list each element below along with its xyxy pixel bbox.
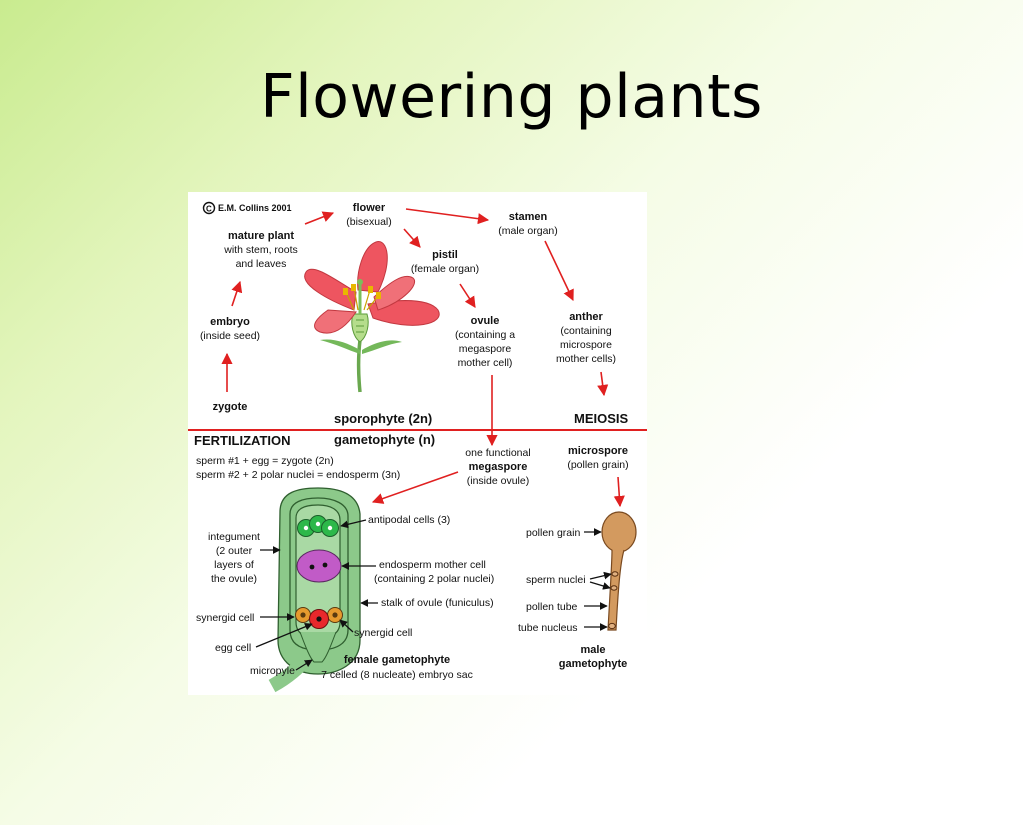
anther-label: anther bbox=[569, 311, 603, 323]
life-cycle-svg: C E.M. Collins 2001 flower (bisexual) ma… bbox=[188, 201, 647, 693]
arrow-anther-to-meiosis bbox=[597, 371, 609, 397]
ovule-sub1: (containing a bbox=[455, 329, 515, 341]
megaspore-line1: one functional bbox=[465, 447, 530, 459]
pollen-grain-label: pollen grain bbox=[526, 527, 580, 539]
sperm-nuclei-label: sperm nuclei bbox=[526, 574, 586, 586]
svg-text:C: C bbox=[206, 205, 212, 214]
anther-sub1: (containing bbox=[560, 325, 612, 337]
embryo-label: embryo bbox=[210, 316, 250, 328]
stalk-label: stalk of ovule (funiculus) bbox=[381, 597, 494, 609]
synergid-right-label: synergid cell bbox=[354, 627, 412, 639]
anther-sub2: microspore bbox=[560, 339, 612, 351]
mature-plant-sub1: with stem, roots bbox=[223, 244, 298, 256]
pistil-sub: (female organ) bbox=[411, 263, 479, 275]
female-gametophyte-sub: 7 celled (8 nucleate) embryo sac bbox=[321, 669, 473, 681]
micropyle-label: micropyle bbox=[250, 665, 295, 677]
anther-sub3: mother cells) bbox=[556, 353, 616, 365]
stamen-label: stamen bbox=[509, 211, 548, 223]
flower-illustration bbox=[304, 241, 440, 393]
male-gametophyte-title-2: gametophyte bbox=[559, 658, 627, 670]
male-gametophyte-title-1: male bbox=[580, 644, 605, 656]
arrow-flower-to-stamen bbox=[405, 208, 490, 225]
egg-label: egg cell bbox=[215, 642, 251, 654]
microspore-label: microspore bbox=[568, 445, 628, 457]
flower-label: flower bbox=[353, 202, 386, 214]
copyright-text: E.M. Collins 2001 bbox=[218, 203, 292, 213]
ovule-sub2: megaspore bbox=[459, 343, 512, 355]
copyright-mark: C E.M. Collins 2001 bbox=[202, 201, 292, 215]
ovule-label: ovule bbox=[471, 315, 500, 327]
synergid-left-label: synergid cell bbox=[196, 612, 254, 624]
fertilization-note-1: sperm #1 + egg = zygote (2n) bbox=[196, 455, 334, 467]
flower-sub: (bisexual) bbox=[346, 216, 392, 228]
fertilization-label: FERTILIZATION bbox=[194, 433, 291, 448]
arrow-megaspore-to-sac bbox=[371, 471, 459, 504]
sporophyte-label: sporophyte (2n) bbox=[334, 411, 432, 426]
endosperm-label-2: (containing 2 polar nuclei) bbox=[374, 573, 494, 585]
ovule-sub3: mother cell) bbox=[458, 357, 513, 369]
tube-nucleus-label: tube nucleus bbox=[518, 622, 578, 634]
arrow-microspore-to-pollen bbox=[613, 476, 625, 508]
zygote-label: zygote bbox=[213, 401, 248, 413]
megaspore-line3: (inside ovule) bbox=[467, 475, 529, 487]
integument-label-2: (2 outer bbox=[216, 545, 253, 557]
fertilization-note-2: sperm #2 + 2 polar nuclei = endosperm (3… bbox=[196, 469, 400, 481]
integument-label-1: integument bbox=[208, 531, 260, 543]
mature-plant-label: mature plant bbox=[228, 230, 294, 242]
slide-title: Flowering plants bbox=[260, 62, 763, 132]
arrow-stamen-to-anther bbox=[544, 240, 574, 302]
pistil-label: pistil bbox=[432, 249, 458, 261]
meiosis-label: MEIOSIS bbox=[574, 411, 629, 426]
megaspore-label: megaspore bbox=[469, 461, 528, 473]
endosperm-label-1: endosperm mother cell bbox=[379, 559, 486, 571]
integument-label-3: layers of bbox=[214, 559, 254, 571]
arrow-embryo-to-plant bbox=[231, 280, 243, 307]
embryo-sub: (inside seed) bbox=[200, 330, 260, 342]
arrow-plant-to-flower bbox=[304, 211, 335, 225]
stamen-sub: (male organ) bbox=[498, 225, 558, 237]
mature-plant-sub2: and leaves bbox=[236, 258, 287, 270]
female-gametophyte-title: female gametophyte bbox=[344, 654, 450, 666]
endosperm-mother-cell bbox=[296, 549, 342, 583]
copyright-icon bbox=[202, 201, 216, 215]
antipodal-label: antipodal cells (3) bbox=[368, 514, 450, 526]
arrow-pistil-to-ovule bbox=[459, 283, 476, 308]
pollen-tube-label: pollen tube bbox=[526, 601, 578, 613]
microspore-sub: (pollen grain) bbox=[567, 459, 628, 471]
integument-label-4: the ovule) bbox=[211, 573, 257, 585]
gametophyte-label: gametophyte (n) bbox=[334, 432, 435, 447]
arrow-flower-to-pistil bbox=[403, 228, 421, 248]
life-cycle-diagram: C E.M. Collins 2001 flower (bisexual) ma… bbox=[188, 192, 647, 695]
pollen-illustration bbox=[601, 511, 637, 631]
